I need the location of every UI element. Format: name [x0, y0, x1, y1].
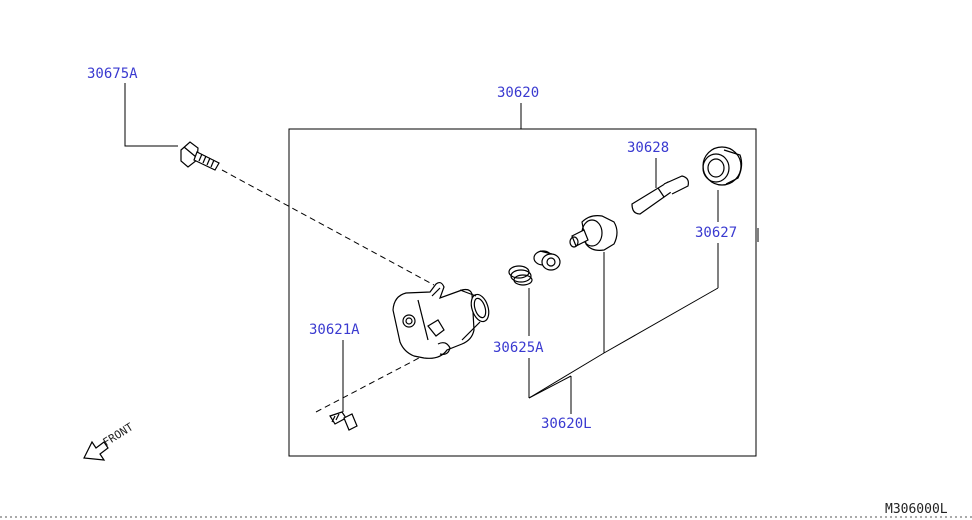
push-rod-part [631, 175, 689, 215]
front-arrow-icon [83, 440, 109, 461]
seal-part [533, 250, 561, 271]
label-30628[interactable]: 30628 [627, 140, 670, 156]
bleeder-cap-part [702, 146, 743, 186]
label-30627[interactable]: 30627 [695, 225, 738, 241]
label-30621a[interactable]: 30621A [309, 322, 360, 338]
label-30625a[interactable]: 30625A [493, 340, 544, 356]
assembly-box [288, 128, 757, 457]
spring-part [508, 265, 533, 286]
bleeder-screw-part [329, 411, 358, 431]
cylinder-body [392, 281, 490, 359]
label-30620l[interactable]: 30620L [541, 416, 592, 432]
label-30675a[interactable]: 30675A [87, 66, 138, 82]
diagram-code: M306000L [885, 502, 948, 517]
leader-lines [124, 83, 759, 414]
piston-part [569, 215, 618, 251]
dashed-guides [221, 169, 439, 413]
label-30620[interactable]: 30620 [497, 85, 540, 101]
bolt-part [180, 141, 220, 171]
